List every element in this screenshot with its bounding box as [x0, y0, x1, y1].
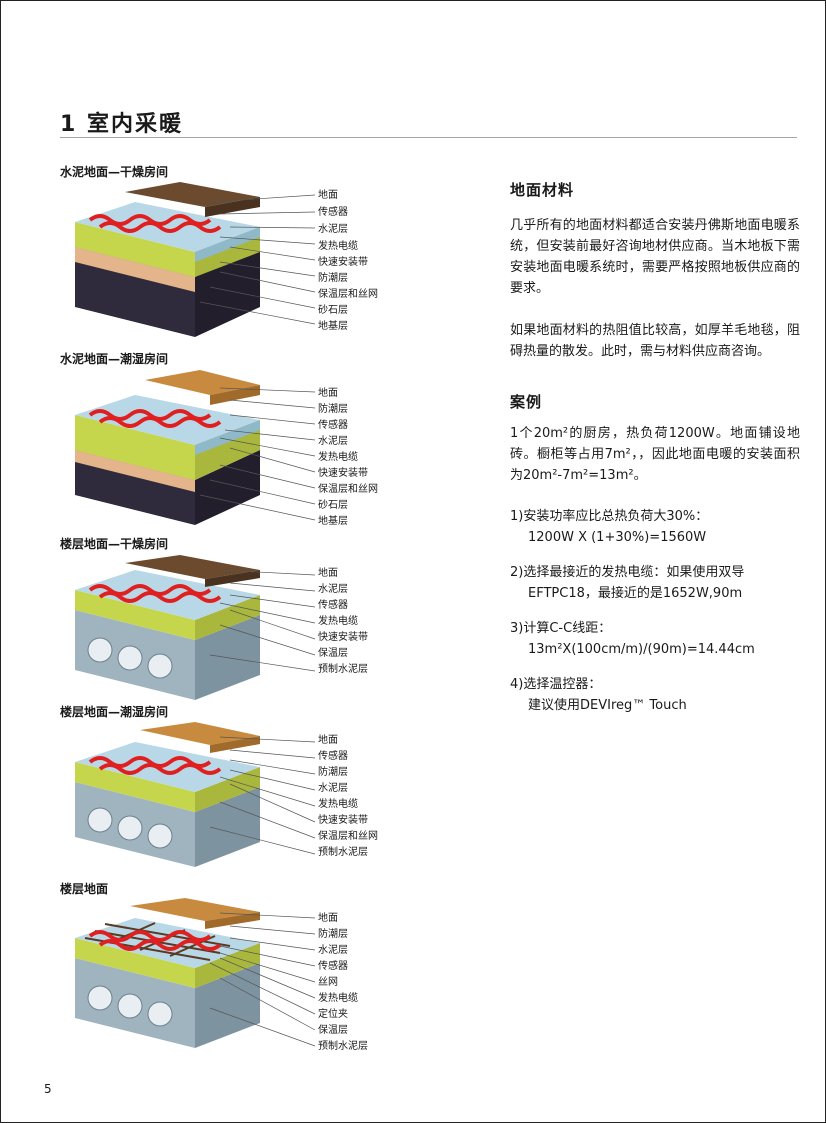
label: 地面	[318, 190, 338, 201]
case-intro: 1个20m²的厨房，热负荷1200W。地面铺设地砖。橱柜等占用7m²，，因此地面…	[510, 426, 800, 483]
cement-top	[75, 202, 260, 252]
insulation-front	[75, 222, 195, 277]
label: 砂石层	[318, 500, 348, 511]
step-1-title: 1)安装功率应比总热负荷大30%：	[510, 509, 709, 524]
page-number: 5	[44, 1082, 52, 1096]
label: 水泥层	[318, 436, 348, 447]
label: 预制水泥层	[318, 1041, 368, 1052]
section-title-1: 水泥地面—干燥房间	[60, 165, 169, 179]
label: 防潮层	[318, 273, 348, 284]
materials-paragraph-1: 几乎所有的地面材料都适合安装丹佛斯地面电暖系统，但安装前最好咨询地材供应商。当木…	[510, 218, 800, 296]
step-4: 4)选择温控器： 建议使用DEVIreg™ Touch	[510, 674, 800, 716]
label: 发热电缆	[318, 799, 358, 810]
label: 地面	[318, 913, 338, 924]
moisture-layer	[75, 247, 195, 292]
step-2: 2)选择最接近的发热电缆：如果使用双导 EFTPC18，最接近的是1652W,9…	[510, 562, 800, 604]
step-2-title: 2)选择最接近的发热电缆：如果使用双导	[510, 565, 745, 580]
diagram-floor-wet	[75, 722, 316, 867]
cable	[98, 221, 222, 233]
materials-paragraph-2: 如果地面材料的热阻值比较高，如厚羊毛地毯，阻碍热量的散发。此时，需与材料供应商咨…	[510, 323, 800, 359]
step-1-value: 1200W X (1+30%)=1560W	[528, 530, 707, 545]
label: 发热电缆	[318, 616, 358, 627]
label: 保温层	[318, 1025, 348, 1036]
floor-side	[205, 197, 260, 217]
label: 快速安装带	[318, 815, 368, 826]
label: 传感器	[318, 207, 348, 218]
diagram-floor	[75, 898, 316, 1048]
step-3: 3)计算C-C线距： 13m²X(100cm/m)/(90m)=14.44cm	[510, 618, 800, 660]
heading-case: 案例	[510, 393, 543, 411]
diagram-cement-wet	[75, 370, 316, 525]
diagram-cement-dry	[75, 182, 316, 337]
step-2-value: EFTPC18，最接近的是1652W,90m	[528, 586, 743, 601]
label: 水泥层	[318, 224, 348, 235]
section-title-4: 楼层地面—潮湿房间	[60, 705, 169, 719]
label: 防潮层	[318, 929, 348, 940]
label: 水泥层	[318, 945, 348, 956]
label: 砂石层	[318, 305, 348, 316]
label: 保温层	[318, 648, 348, 659]
label: 传感器	[318, 961, 348, 972]
label: 快速安装带	[318, 257, 368, 268]
label: 快速安装带	[318, 632, 368, 643]
label: 传感器	[318, 600, 348, 611]
step-1: 1)安装功率应比总热负荷大30%： 1200W X (1+30%)=1560W	[510, 506, 800, 548]
step-3-title: 3)计算C-C线距：	[510, 621, 612, 636]
page-title: 1 室内采暖	[60, 112, 183, 137]
label: 水泥层	[318, 783, 348, 794]
diagram-floor-dry	[75, 555, 316, 700]
label: 快速安装带	[318, 468, 368, 479]
label: 发热电缆	[318, 241, 358, 252]
label: 防潮层	[318, 404, 348, 415]
label: 预制水泥层	[318, 664, 368, 675]
label: 预制水泥层	[318, 847, 368, 858]
right-column: 地面材料 几乎所有的地面材料都适合安装丹佛斯地面电暖系统，但安装前最好咨询地材供…	[510, 180, 800, 716]
label: 定位夹	[318, 1009, 348, 1020]
cable	[88, 214, 212, 226]
label: 地面	[318, 568, 338, 579]
label: 保温层和丝网	[318, 484, 378, 495]
label: 防潮层	[318, 767, 348, 778]
heading-materials: 地面材料	[510, 181, 575, 199]
label: 水泥层	[318, 584, 348, 595]
label: 地基层	[318, 321, 348, 332]
label: 发热电缆	[318, 993, 358, 1004]
step-3-value: 13m²X(100cm/m)/(90m)=14.44cm	[528, 642, 755, 657]
section-title-3: 楼层地面—干燥房间	[60, 537, 169, 551]
label: 地面	[318, 388, 338, 399]
label: 传感器	[318, 751, 348, 762]
label: 地基层	[318, 516, 348, 527]
label: 地面	[318, 735, 338, 746]
label: 发热电缆	[318, 452, 358, 463]
step-4-value: 建议使用DEVIreg™ Touch	[528, 698, 687, 713]
label: 丝网	[318, 977, 338, 988]
section-title-2: 水泥地面—潮湿房间	[60, 352, 169, 366]
section-title-5: 楼层地面	[60, 882, 109, 896]
cement-side	[195, 227, 260, 262]
label: 保温层和丝网	[318, 831, 378, 842]
title-divider	[60, 137, 797, 138]
step-4-title: 4)选择温控器：	[510, 677, 602, 692]
label: 保温层和丝网	[318, 289, 378, 300]
label: 传感器	[318, 420, 348, 431]
